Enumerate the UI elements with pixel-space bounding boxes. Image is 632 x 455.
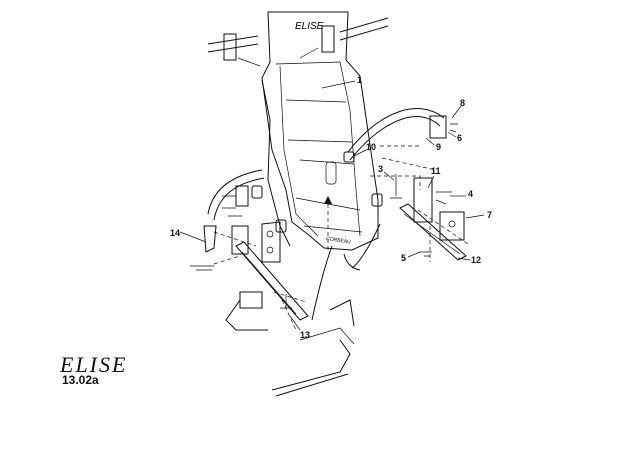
figure-reference: 13.02a <box>62 373 99 387</box>
callout-9: 9 <box>436 142 441 152</box>
callout-5: 5 <box>401 253 406 263</box>
alignment-lines <box>213 145 469 331</box>
callout-11: 11 <box>431 166 441 176</box>
callout-labels: 1 3 4 5 6 7 8 9 10 11 12 13 14 <box>170 75 492 340</box>
callout-4: 4 <box>468 189 473 199</box>
callout-3: 3 <box>378 164 383 174</box>
callout-13: 13 <box>300 330 310 340</box>
left-runner <box>190 221 309 321</box>
cushion-brand: CORBEAU <box>326 236 352 245</box>
brand-logo: ELISE <box>60 352 128 377</box>
callout-leaders <box>179 80 485 331</box>
roll-bar <box>207 17 389 67</box>
callout-1: 1 <box>357 75 362 85</box>
callout-6: 6 <box>457 133 462 143</box>
mounting-hardware <box>222 151 452 233</box>
callout-7: 7 <box>487 210 492 220</box>
callout-10: 10 <box>366 142 376 152</box>
floor-panel <box>225 299 355 397</box>
callout-14: 14 <box>170 228 180 238</box>
right-runner <box>399 115 467 261</box>
harness-straps <box>207 108 445 321</box>
callout-12: 12 <box>471 255 481 265</box>
callout-8: 8 <box>460 98 465 108</box>
headrest-logo: ELISE <box>295 21 324 32</box>
seat-shell: ELISE CORBEAU <box>261 11 379 251</box>
